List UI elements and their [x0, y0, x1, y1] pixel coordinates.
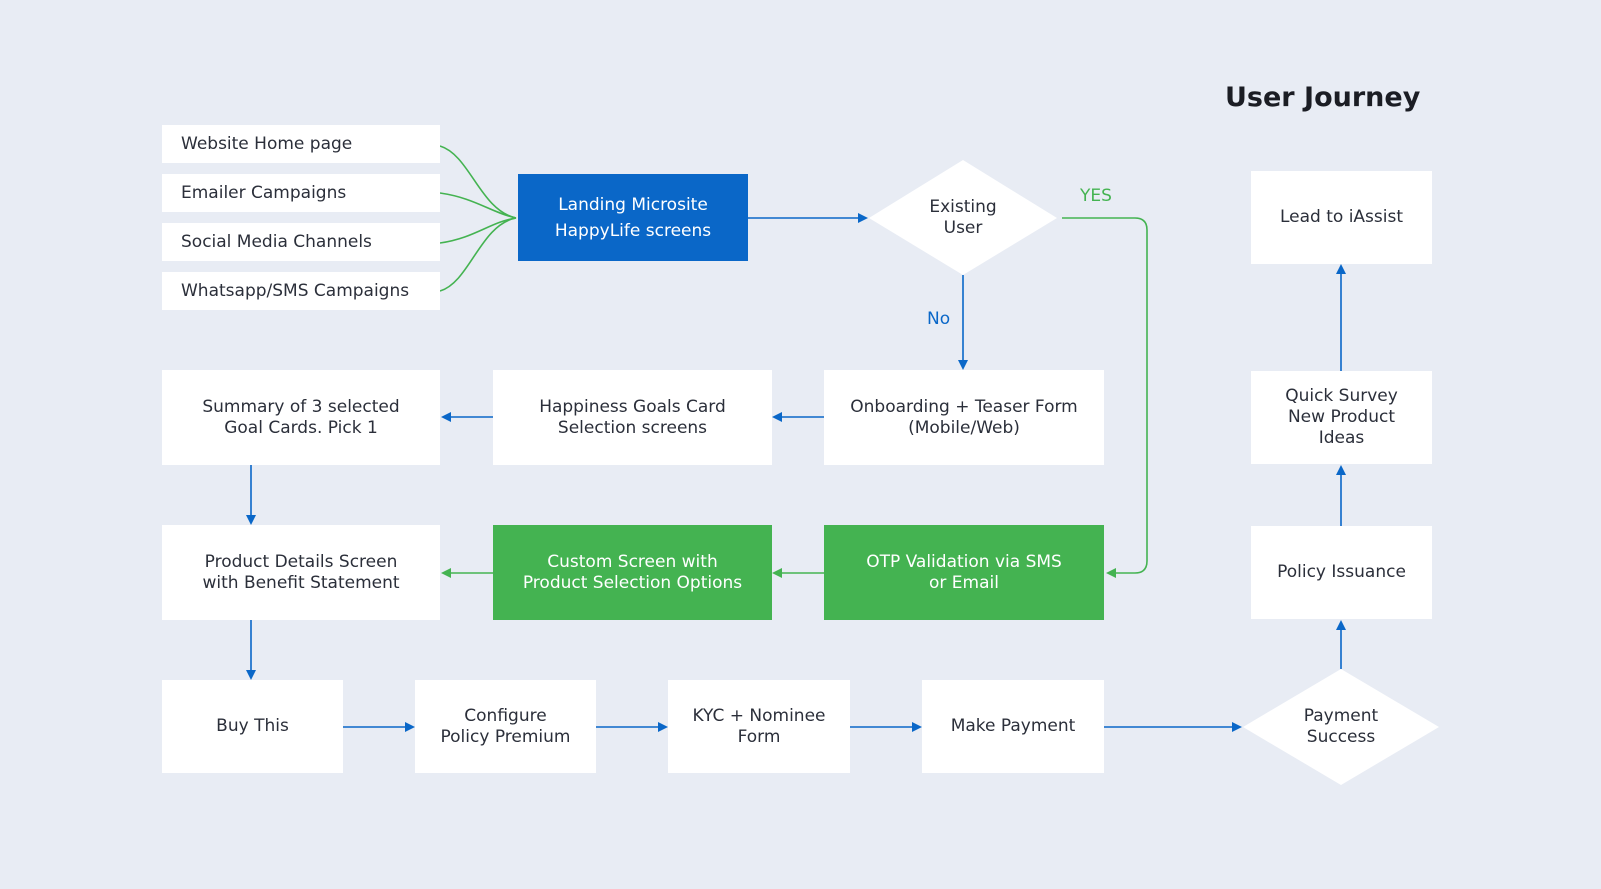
- node-quick-survey: Quick Survey New Product Ideas: [1251, 371, 1432, 464]
- arrow-existing-otp: [1062, 217, 1148, 578]
- node-label: Lead to iAssist: [1279, 207, 1404, 227]
- node-label: Policy Issuance: [1277, 562, 1406, 582]
- node-label: Social Media Channels: [181, 231, 372, 252]
- node-label: Custom Screen with Product Selection Opt…: [522, 551, 743, 593]
- existing-user-diamond: [869, 160, 1057, 275]
- node-product-details: Product Details Screen with Benefit Stat…: [162, 525, 440, 620]
- node-label: Payment Success: [1303, 706, 1379, 747]
- connector-whatsapp-landing: [439, 217, 517, 292]
- node-label: Quick Survey New Product Ideas: [1285, 386, 1398, 448]
- node-label: Happiness Goals Card Selection screens: [539, 396, 726, 438]
- node-label: OTP Validation via SMS or Email: [866, 551, 1062, 593]
- node-otp-validation: OTP Validation via SMS or Email: [824, 525, 1104, 620]
- node-lead-iassist: Lead to iAssist: [1251, 171, 1432, 264]
- node-make-payment: Make Payment: [922, 680, 1104, 773]
- node-label: Summary of 3 selected Goal Cards. Pick 1: [202, 396, 400, 438]
- node-label: Buy This: [216, 716, 289, 736]
- node-existing-user: Existing User: [889, 190, 1037, 246]
- node-landing-microsite: Landing Microsite HappyLife screens: [518, 174, 748, 261]
- node-label: KYC + Nominee Form: [692, 705, 826, 747]
- node-website-home: Website Home page: [162, 125, 440, 163]
- node-label: Landing Microsite HappyLife screens: [554, 194, 712, 241]
- node-label: Existing User: [929, 197, 997, 238]
- node-label: Onboarding + Teaser Form (Mobile/Web): [850, 396, 1078, 438]
- node-custom-screen: Custom Screen with Product Selection Opt…: [493, 525, 772, 620]
- connector-website-landing: [439, 145, 517, 219]
- connector-emailer-landing: [439, 192, 517, 219]
- edge-label-yes: YES: [1080, 186, 1112, 206]
- node-label: Whatsapp/SMS Campaigns: [181, 280, 410, 301]
- source-curves: [439, 145, 517, 292]
- node-label: Configure Policy Premium: [440, 705, 571, 747]
- node-happiness-goals: Happiness Goals Card Selection screens: [493, 370, 772, 465]
- node-label: Product Details Screen with Benefit Stat…: [202, 551, 400, 593]
- node-policy-issuance: Policy Issuance: [1251, 526, 1432, 619]
- node-label: Website Home page: [181, 133, 353, 154]
- node-summary-goal-cards: Summary of 3 selected Goal Cards. Pick 1: [162, 370, 440, 465]
- node-kyc-nominee: KYC + Nominee Form: [668, 680, 850, 773]
- node-social-media: Social Media Channels: [162, 223, 440, 261]
- node-configure-premium: Configure Policy Premium: [415, 680, 596, 773]
- payment-success-diamond: [1243, 669, 1439, 785]
- node-whatsapp-sms: Whatsapp/SMS Campaigns: [162, 272, 440, 310]
- node-label: Make Payment: [950, 716, 1076, 736]
- node-buy-this: Buy This: [162, 680, 343, 773]
- node-payment-success: Payment Success: [1267, 699, 1415, 755]
- node-onboarding-form: Onboarding + Teaser Form (Mobile/Web): [824, 370, 1104, 465]
- node-emailer-campaigns: Emailer Campaigns: [162, 174, 440, 212]
- node-label: Emailer Campaigns: [181, 182, 347, 203]
- edge-label-no: No: [927, 309, 951, 329]
- diagram-title: User Journey: [1225, 82, 1421, 113]
